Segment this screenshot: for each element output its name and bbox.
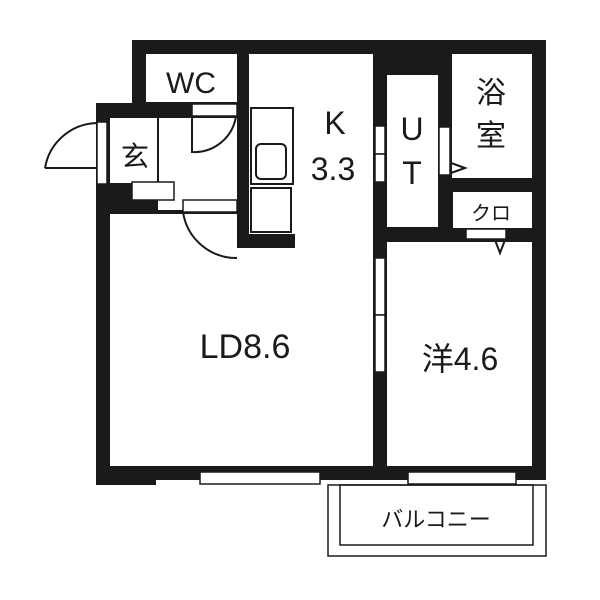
front-door-swing: [44, 122, 98, 169]
labels: WC 玄 K 3.3 U T 浴 室 クロ LD8.6 洋4.6 バルコニー: [121, 67, 511, 532]
label-entrance: 玄: [121, 141, 149, 172]
label-kitchen-area: 3.3: [311, 151, 355, 187]
room-bathroom: [452, 54, 532, 178]
shoe-cabinet: [131, 181, 175, 201]
label-western-room: 洋4.6: [422, 341, 499, 377]
label-utility-u: U: [400, 111, 423, 147]
room-closet: [453, 192, 532, 228]
balcony: [327, 484, 547, 557]
western-window: [407, 471, 517, 485]
label-balcony: バルコニー: [381, 507, 491, 532]
room-living-dining: [110, 214, 373, 466]
label-bathroom-1: 浴: [476, 77, 506, 110]
bath-door[interactable]: [438, 126, 468, 176]
label-bathroom-2: 室: [476, 120, 506, 153]
ld-window: [199, 471, 321, 485]
sink-icon: [255, 143, 287, 180]
ld-door[interactable]: [182, 199, 238, 260]
front-door-frame[interactable]: [96, 121, 108, 185]
label-utility-t: T: [402, 155, 422, 191]
label-closet: クロ: [471, 202, 511, 225]
room-western: [387, 242, 532, 466]
western-sliding-doors[interactable]: [374, 257, 386, 373]
closet-door[interactable]: [465, 228, 507, 256]
room-wc: [146, 54, 237, 102]
entrance-details: [44, 118, 175, 201]
ut-sliding-doors[interactable]: [374, 125, 386, 183]
label-kitchen-k: K: [324, 105, 345, 141]
room-areas: [110, 54, 532, 466]
kitchen-fixtures: [237, 54, 295, 248]
label-living-dining: LD8.6: [200, 328, 291, 366]
room-utility: [387, 75, 438, 227]
wc-door[interactable]: [191, 103, 238, 154]
kitchen-counter: [250, 107, 294, 185]
windows: [199, 471, 517, 485]
stove-area: [250, 187, 292, 233]
label-wc: WC: [166, 67, 216, 100]
